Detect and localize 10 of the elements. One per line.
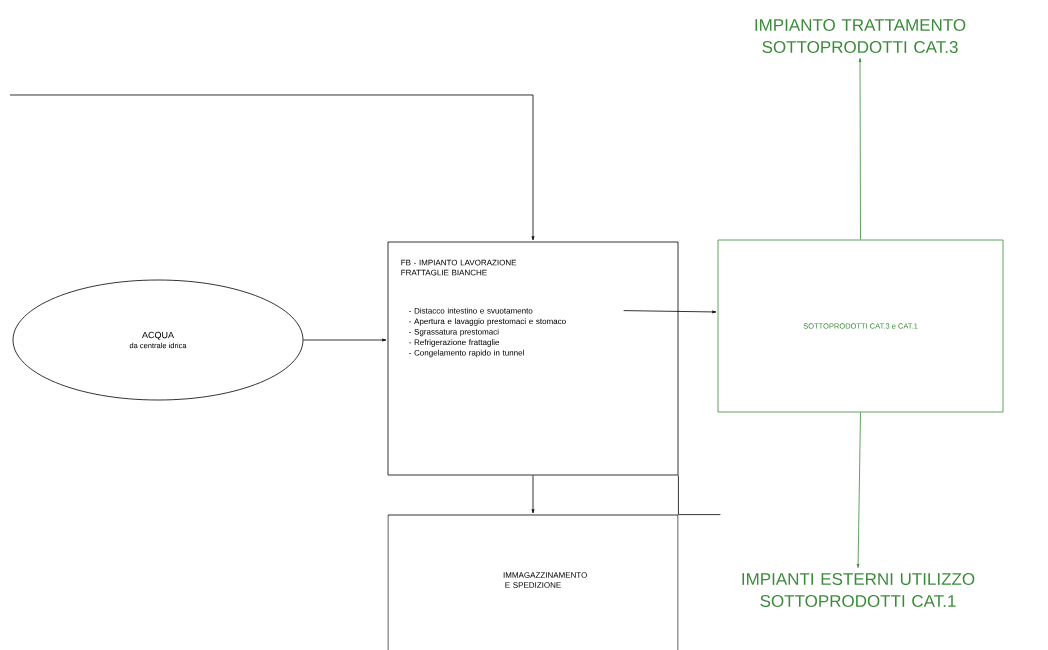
arrow (858, 58, 862, 240)
arrow (856, 412, 861, 568)
arrow (9, 94, 535, 241)
process-box: FB - IMPIANTO LAVORAZIONE FRATTAGLIE BIANCHE - Distacco intestino e svuotamento - Apertura e lavaggio prestomaci e stomaco - Sgrassatura prestomaci - Refrigerazione frattaglie - Congelamento rapido in tunnel (387, 241, 679, 476)
arrow (531, 475, 535, 514)
arrow (623, 310, 717, 314)
process-box: IMMAGAZZINAMENTO E SPEDIZIONE (387, 514, 679, 650)
arrow (303, 338, 387, 342)
destination-text: IMPIANTO TRATTAMENTO SOTTOPRODOTTI CAT.3 (755, 19, 966, 53)
destination-text: IMPIANTI ESTERNI UTILIZZO SOTTOPRODOTTI CAT.1 (742, 573, 975, 608)
